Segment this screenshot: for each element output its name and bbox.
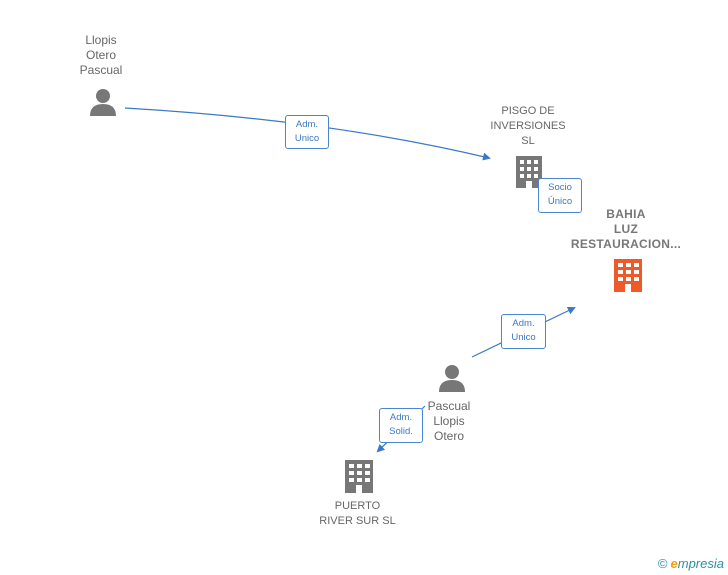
person-icon[interactable]: [90, 89, 116, 116]
relation-badge: Socio Único: [538, 178, 582, 213]
copyright-icon: ©: [657, 556, 668, 571]
node-label-puerto[interactable]: PUERTO RIVER SUR SL: [319, 500, 396, 527]
building-icon[interactable]: [614, 259, 642, 292]
brand-footer: ©empresia: [658, 556, 724, 571]
building-icon[interactable]: [345, 460, 373, 493]
node-label-pisgo[interactable]: PISGO DE INVERSIONES SL: [490, 105, 566, 147]
brand-logo-text: mpresia: [677, 556, 724, 571]
relation-badge: Adm. Unico: [501, 314, 546, 349]
brand-logo-e: e: [670, 556, 678, 571]
node-label-pascual-llopis-otero[interactable]: Pascual Llopis Otero: [427, 399, 471, 443]
relation-badge: Adm. Solid.: [379, 408, 423, 443]
node-label-llopis-otero-pascual[interactable]: Llopis Otero Pascual: [79, 33, 123, 77]
person-icon[interactable]: [439, 365, 465, 392]
node-label-bahia[interactable]: BAHIA LUZ RESTAURACION...: [570, 207, 682, 251]
relation-badge: Adm. Unico: [285, 115, 329, 149]
building-icon[interactable]: [516, 156, 542, 188]
